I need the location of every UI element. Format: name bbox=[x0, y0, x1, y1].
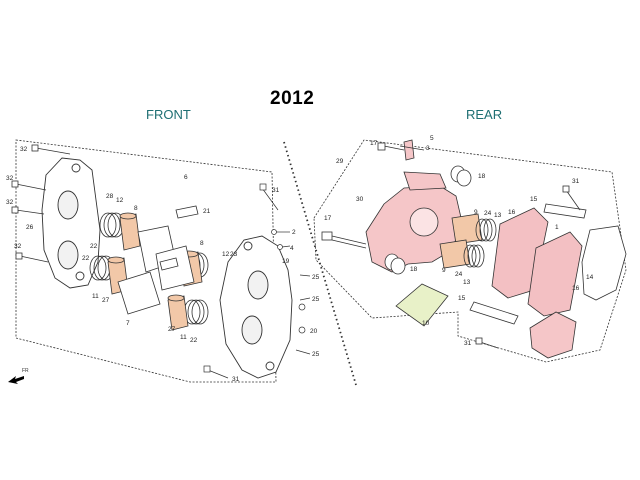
callout-32b: 32 bbox=[6, 175, 14, 182]
callout-16b: 16 bbox=[572, 285, 580, 292]
rear-seals bbox=[463, 218, 497, 268]
callout-32a: 32 bbox=[20, 146, 28, 153]
front-bolts-32 bbox=[11, 144, 71, 263]
front-pad-clips bbox=[159, 205, 199, 271]
rear-brake-pads bbox=[491, 207, 583, 317]
callout-23: 23 bbox=[230, 251, 238, 258]
callout-5: 5 bbox=[430, 135, 434, 142]
model-year-title: 2012 bbox=[270, 88, 315, 109]
callout-8a: 8 bbox=[134, 205, 138, 212]
callout-31d: 31 bbox=[464, 340, 472, 347]
callout-32d: 32 bbox=[14, 243, 22, 250]
callout-22b: 22 bbox=[82, 255, 90, 262]
arrow-left-down-icon bbox=[8, 376, 24, 384]
callout-3: 3 bbox=[426, 145, 430, 152]
front-callout-labels: 32 32 32 32 26 28 12 8 6 21 31 22 22 11 … bbox=[6, 146, 320, 383]
front-bleeder-parts bbox=[203, 183, 311, 379]
callout-32c: 32 bbox=[6, 199, 14, 206]
callout-15a: 15 bbox=[530, 196, 538, 203]
callout-24a: 24 bbox=[484, 210, 492, 217]
callout-26: 26 bbox=[26, 224, 34, 231]
callout-7: 7 bbox=[126, 320, 130, 327]
callout-10: 10 bbox=[422, 320, 430, 327]
callout-31c: 31 bbox=[572, 178, 580, 185]
callout-9b: 9 bbox=[442, 267, 446, 274]
callout-6: 6 bbox=[184, 174, 188, 181]
callout-2: 2 bbox=[292, 229, 296, 236]
callout-11b: 11 bbox=[180, 334, 187, 341]
rear-caliper-heading: REAR bbox=[466, 107, 503, 122]
callout-31b: 31 bbox=[232, 376, 240, 383]
rear-assembly-frame bbox=[313, 139, 627, 363]
callout-29: 29 bbox=[336, 158, 344, 165]
callout-17a: 17 bbox=[370, 140, 378, 147]
rear-pins-and-bolts bbox=[321, 139, 581, 349]
direction-label: FR bbox=[22, 368, 29, 374]
callout-13b: 13 bbox=[463, 279, 471, 286]
callout-12a: 12 bbox=[116, 197, 124, 204]
callout-16a: 16 bbox=[508, 209, 516, 216]
callout-11a: 11 bbox=[92, 293, 99, 300]
callout-1: 1 bbox=[555, 224, 559, 231]
callout-19: 19 bbox=[282, 258, 290, 265]
callout-25b: 25 bbox=[312, 296, 320, 303]
front-rear-divider bbox=[283, 141, 357, 386]
callout-8b: 8 bbox=[200, 240, 204, 247]
front-brake-pads bbox=[117, 225, 195, 315]
rear-pad-shim bbox=[395, 283, 449, 327]
front-caliper-heading: FRONT bbox=[146, 107, 191, 122]
rear-callout-labels: 5 3 17 29 18 30 9 24 13 16 15 31 1 17 18… bbox=[324, 135, 594, 347]
callout-31a: 31 bbox=[272, 187, 280, 194]
rear-caliper-body bbox=[365, 171, 463, 273]
callout-25a: 25 bbox=[312, 274, 320, 281]
callout-14: 14 bbox=[586, 274, 594, 281]
callout-18b: 18 bbox=[410, 266, 418, 273]
front-assembly-frame bbox=[15, 139, 277, 383]
callout-15b: 15 bbox=[458, 295, 466, 302]
front-caliper-left-body bbox=[41, 157, 101, 289]
callout-13a: 13 bbox=[494, 212, 502, 219]
callout-28: 28 bbox=[106, 193, 114, 200]
callout-17b: 17 bbox=[324, 215, 332, 222]
callout-22a: 22 bbox=[90, 243, 98, 250]
callout-9a: 9 bbox=[474, 209, 478, 216]
callout-22c: 22 bbox=[190, 337, 198, 344]
rear-pad-clips bbox=[469, 203, 587, 325]
callout-25c: 25 bbox=[312, 351, 320, 358]
callout-18a: 18 bbox=[478, 173, 486, 180]
callout-20: 20 bbox=[310, 328, 318, 335]
front-caliper-right-body bbox=[219, 235, 293, 379]
rear-caliper-bracket bbox=[529, 225, 627, 359]
callout-30: 30 bbox=[356, 196, 364, 203]
callout-12b: 12 bbox=[222, 251, 230, 258]
callout-21: 21 bbox=[203, 208, 211, 215]
callout-24b: 24 bbox=[455, 271, 463, 278]
callout-27b: 27 bbox=[168, 326, 176, 333]
rear-pistons bbox=[439, 213, 483, 269]
callout-4: 4 bbox=[290, 245, 294, 252]
callout-27a: 27 bbox=[102, 297, 110, 304]
